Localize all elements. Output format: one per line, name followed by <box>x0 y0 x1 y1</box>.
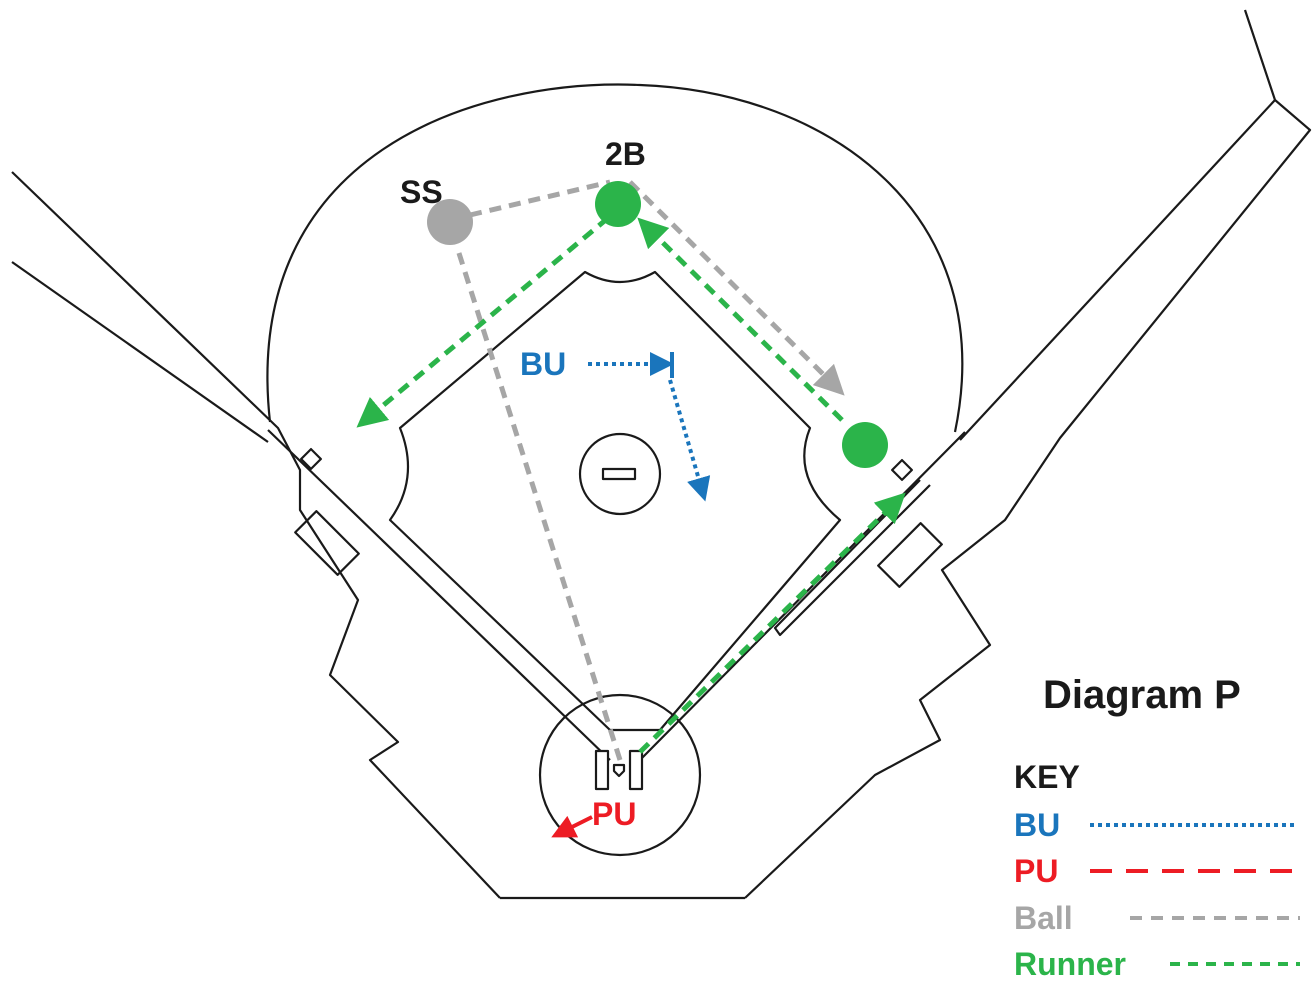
field-outline <box>11 9 1312 900</box>
second-baseman-marker <box>595 181 641 227</box>
legend-label-ball: Ball <box>1014 900 1073 936</box>
label-ss: SS <box>400 174 443 210</box>
ball-path-ss-to-2b <box>469 179 611 218</box>
label-bu: BU <box>520 346 566 382</box>
diagram-title: Diagram P <box>1043 673 1241 717</box>
runner-path-1b-to-2b <box>637 217 844 422</box>
left-foul-territory-outer <box>11 171 501 899</box>
shortstop-marker <box>427 199 473 245</box>
left-foul-territory-inner <box>11 261 269 443</box>
first-base-coach-box <box>877 522 943 588</box>
legend: KEY BU PU Ball Runner <box>1014 759 1300 982</box>
base-umpire-path <box>588 352 711 502</box>
first-base <box>891 459 913 481</box>
third-base-coach-box <box>294 510 360 576</box>
ball-path-2b-to-1b <box>628 180 845 396</box>
third-base-line <box>267 429 611 761</box>
ball-path <box>455 179 845 761</box>
label-2b: 2B <box>605 136 646 172</box>
legend-heading: KEY <box>1014 759 1080 795</box>
bu-path-move-down <box>668 379 711 502</box>
home-plate-circle <box>538 693 702 857</box>
pu-path <box>551 815 593 838</box>
pitchers-mound <box>578 432 662 516</box>
home-plate <box>612 763 626 778</box>
legend-label-runner: Runner <box>1014 946 1126 982</box>
right-foul-territory-inner <box>959 99 1276 441</box>
third-base <box>300 448 322 470</box>
infield-arc <box>266 83 964 433</box>
infield-grass <box>388 270 842 732</box>
batters-box-right <box>628 749 644 791</box>
runner-path-home-to-1b <box>638 492 906 754</box>
label-pu: PU <box>592 796 636 832</box>
batters-box-left <box>594 749 610 791</box>
runner-marker <box>842 422 888 468</box>
right-foul-territory-outer <box>744 9 1312 899</box>
legend-label-bu: BU <box>1014 807 1060 843</box>
runner-path-2b-to-3b <box>356 216 610 428</box>
runner-path <box>356 216 906 754</box>
pitchers-rubber <box>601 467 637 481</box>
ball-path-home-to-ss <box>455 249 623 761</box>
running-lane <box>773 479 931 637</box>
legend-label-pu: PU <box>1014 853 1058 889</box>
